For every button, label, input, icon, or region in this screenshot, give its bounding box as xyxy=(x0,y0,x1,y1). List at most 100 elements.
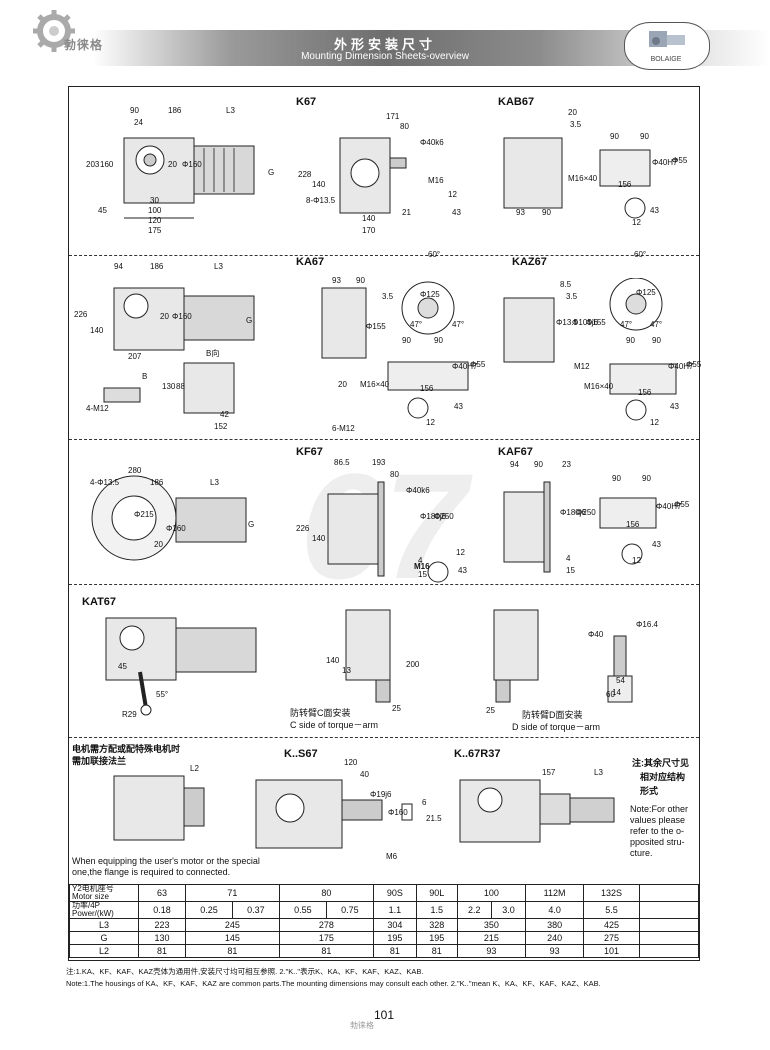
side-note-cn2: 相对应结构 xyxy=(640,772,686,782)
dim: 23 xyxy=(562,460,571,469)
drawing-frame xyxy=(68,86,700,961)
dim: 130 xyxy=(162,382,176,391)
table-row: L3 223 245 278 304 328 350 380 425 xyxy=(69,918,699,932)
dim: M16 xyxy=(414,562,430,571)
table-row: L2 81 81 81 81 81 93 93 101 xyxy=(69,944,699,958)
dim: 160 xyxy=(100,160,114,169)
dim: 80 xyxy=(400,122,409,131)
dim: 170 xyxy=(362,226,376,235)
kat67-shaft-drawing xyxy=(604,616,644,706)
dim: 43 xyxy=(458,566,467,575)
brand-text: BOLAIGE xyxy=(650,56,682,63)
dim: 47° xyxy=(620,320,633,329)
table-cell: 93 xyxy=(525,944,585,958)
table-cell: 380 xyxy=(525,918,585,932)
dim: 207 xyxy=(128,352,142,361)
dim: 186 xyxy=(168,106,182,115)
dim: Φ19j6 xyxy=(370,790,392,799)
dim: M16×40 xyxy=(584,382,614,391)
dim: 140 xyxy=(312,180,326,189)
dim: 15 xyxy=(566,566,575,575)
dim: 43 xyxy=(650,206,659,215)
table-cell: 278 xyxy=(278,918,374,932)
dim: Φ16.4 xyxy=(636,620,658,629)
table-row: G 130 145 175 195 195 215 240 275 xyxy=(69,931,699,945)
dim: 25 xyxy=(392,704,401,713)
dim: 171 xyxy=(386,112,400,121)
dim: L3 xyxy=(210,478,219,487)
section-label-ks67: K..S67 xyxy=(284,748,318,760)
section-label-kaf67: KAF67 xyxy=(498,446,533,458)
table-cell: 0.37 xyxy=(231,901,280,919)
dim: 60° xyxy=(634,250,647,259)
motor-note-cn1: 电机需方配或配特殊电机时 xyxy=(72,744,181,754)
page-title-cn: 外形安装尺寸 xyxy=(333,37,436,52)
dim: Φ40H7 xyxy=(652,158,678,167)
ka67-front-drawing xyxy=(84,268,274,438)
table-cell: 93 xyxy=(456,944,527,958)
dim: 140 xyxy=(326,656,340,665)
dim: 20 xyxy=(160,312,169,321)
dim: 60° xyxy=(428,250,441,259)
table-cell: 100 xyxy=(456,884,527,902)
dim: 43 xyxy=(670,402,679,411)
table-cell: 425 xyxy=(583,918,640,932)
motor-note-cn2: 需加联接法兰 xyxy=(72,756,127,766)
kaz67-drawing xyxy=(500,278,690,428)
dim: 47° xyxy=(650,320,663,329)
dim: 3.5 xyxy=(566,292,578,301)
dim: 90 xyxy=(130,106,139,115)
side-note-cn1: 注:其余尺寸见 xyxy=(632,758,689,768)
dim: 4 xyxy=(418,556,423,565)
table-cell: 245 xyxy=(184,918,280,932)
dim: 90 xyxy=(652,336,661,345)
dim: Φ13.5 xyxy=(556,318,578,327)
table-cell: 3.0 xyxy=(490,901,527,919)
table-cell-empty xyxy=(639,931,699,945)
table-cell: 0.18 xyxy=(138,901,186,919)
dim: G xyxy=(268,168,275,177)
dim: 24 xyxy=(134,118,143,127)
dim: 6-M12 xyxy=(332,424,355,433)
dim: 6 xyxy=(422,798,427,807)
side-note-en5: cture. xyxy=(630,848,653,858)
torque-arm-c-en: C side of torque－arm xyxy=(290,720,379,730)
dim: Φ160 xyxy=(172,312,192,321)
table-cell: 81 xyxy=(278,944,374,958)
dim: 12 xyxy=(448,190,457,199)
table-cell: 0.75 xyxy=(325,901,374,919)
table-cell: 63 xyxy=(138,884,186,902)
kab67-drawing xyxy=(500,128,680,223)
section-divider xyxy=(69,439,699,440)
dim: Φ40H7 xyxy=(656,502,682,511)
table-cell-empty xyxy=(639,918,699,932)
table-cell: 4.0 xyxy=(525,901,585,919)
table-row-label: G xyxy=(69,931,139,945)
table-cell-empty xyxy=(639,884,699,902)
dim: 12 xyxy=(650,418,659,427)
dim: 226 xyxy=(74,310,88,319)
dim: 226 xyxy=(296,524,310,533)
dim: Φ250 xyxy=(434,512,454,521)
table-cell: 130 xyxy=(138,931,186,945)
table-cell: 175 xyxy=(278,931,374,945)
dim: 25 xyxy=(486,706,495,715)
dim: Φ180j6 xyxy=(420,512,446,521)
dim: 156 xyxy=(638,388,652,397)
dim: 120 xyxy=(344,758,358,767)
side-note-cn3: 形式 xyxy=(640,786,659,796)
table-cell: 112M xyxy=(525,884,585,902)
dim: 20 xyxy=(338,380,347,389)
dim: Φ155 xyxy=(366,322,386,331)
dim: 228 xyxy=(298,170,312,179)
dim: 90 xyxy=(542,208,551,217)
table-cell: 240 xyxy=(525,931,585,945)
dim: 90 xyxy=(356,276,365,285)
table-cell: 101 xyxy=(583,944,640,958)
table-row-label: L2 xyxy=(69,944,139,958)
dim: 157 xyxy=(542,768,556,777)
side-note-en1: Note:For other xyxy=(630,804,689,814)
table-cell: 223 xyxy=(138,918,186,932)
